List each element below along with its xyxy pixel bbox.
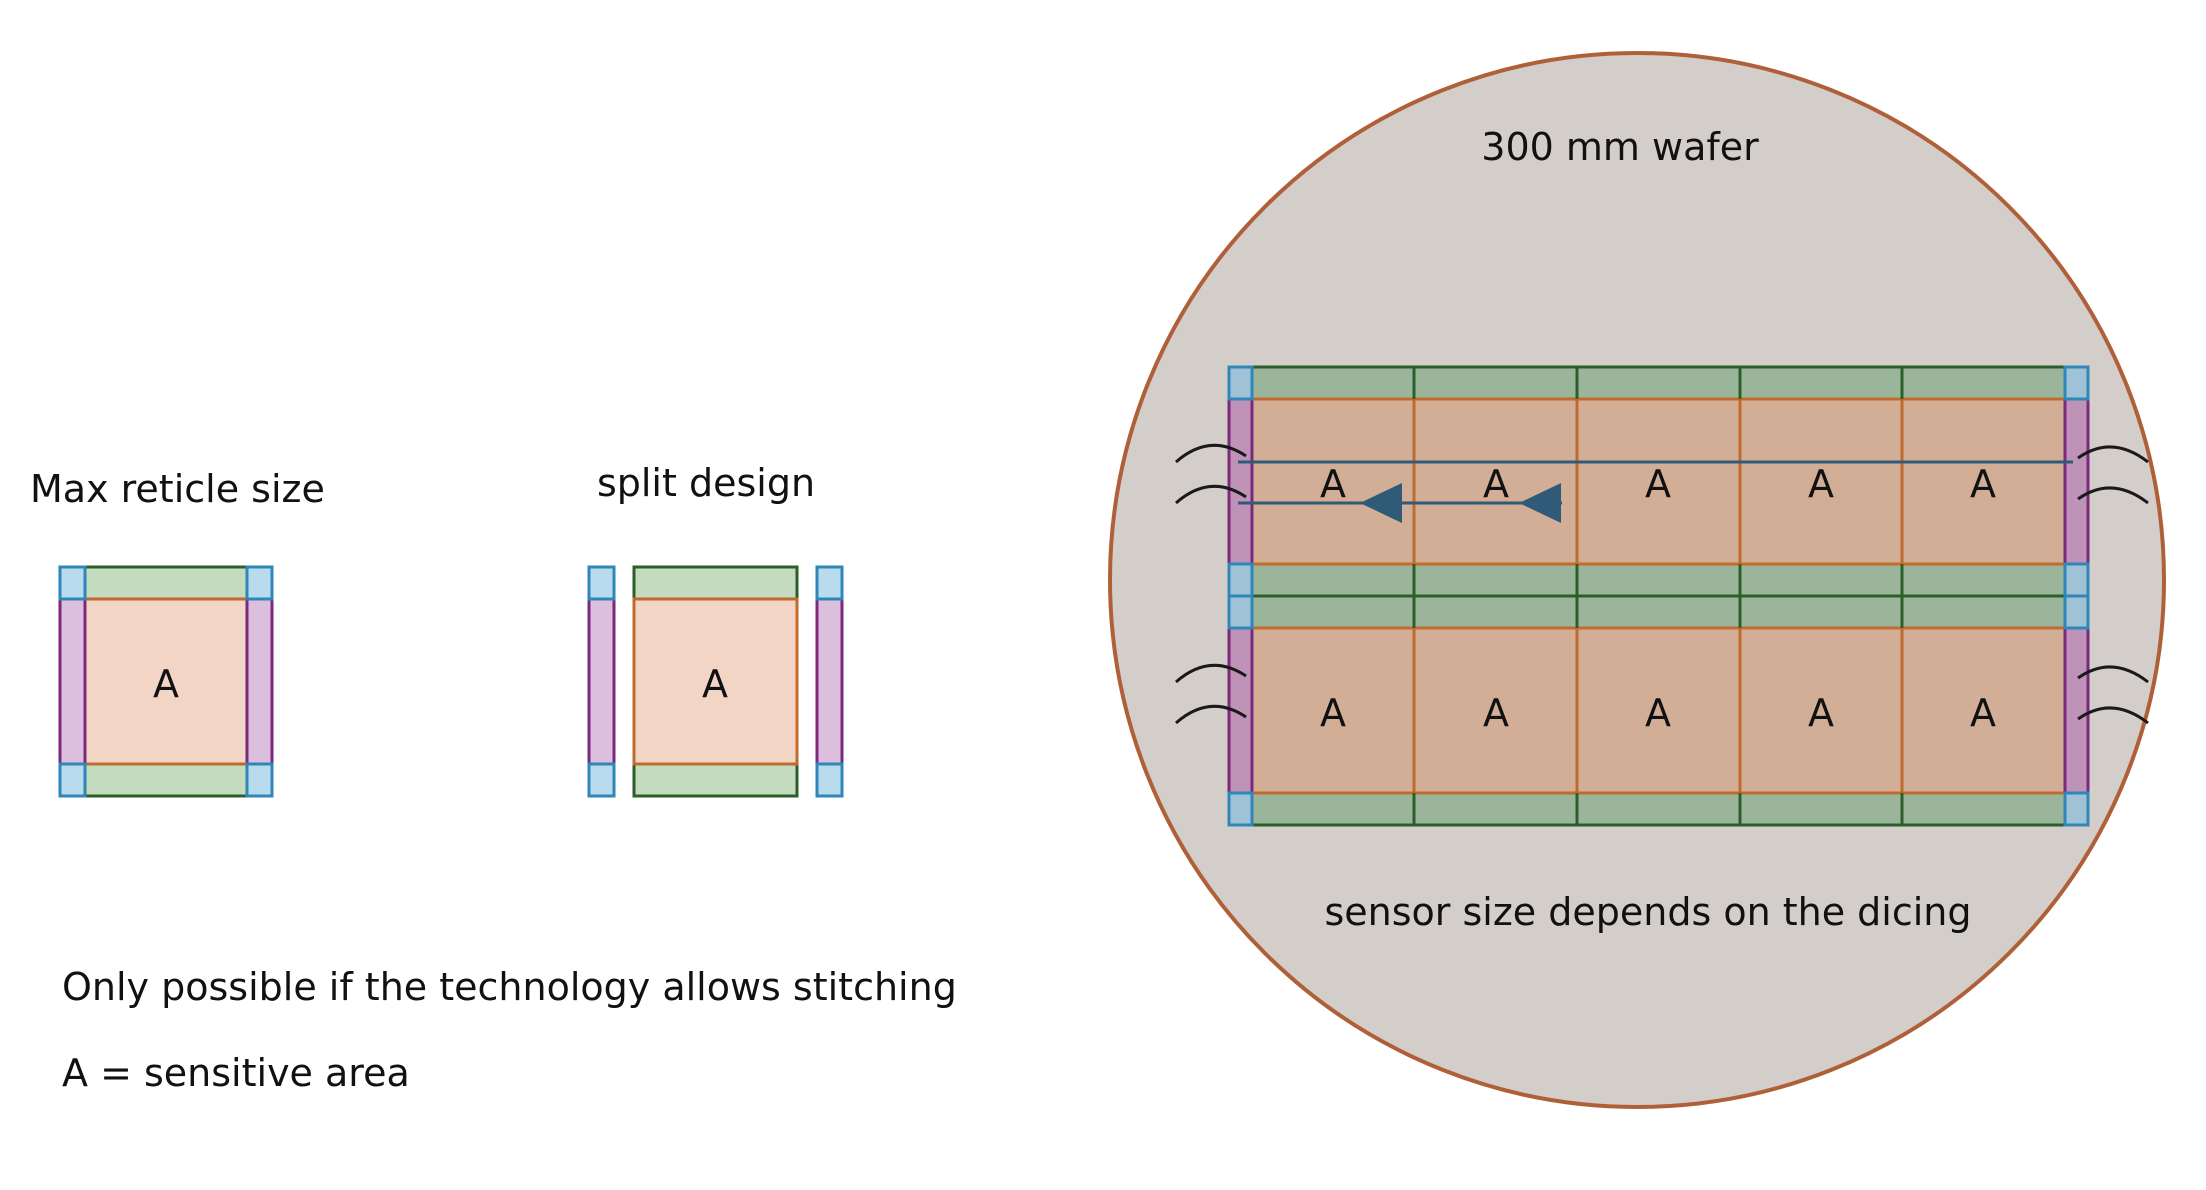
bottom-row-green-top: [1250, 594, 2067, 630]
sensitive-area-label: A: [1320, 691, 1346, 735]
reticle-green-bottom: [83, 762, 249, 798]
reticle-corner: [58, 762, 87, 798]
sensitive-area-label: A: [1483, 462, 1509, 506]
split-corner: [815, 762, 844, 798]
bottom-row-corner: [1227, 594, 1254, 630]
top-row-purple-right: [2063, 397, 2090, 566]
bottom-row-corner: [2063, 594, 2090, 630]
top-row-green-top: [1250, 365, 2067, 401]
split-corner: [587, 565, 616, 601]
sensitive-area-label: A: [1483, 691, 1509, 735]
split-design-label: split design: [597, 461, 815, 505]
max-reticle-label: Max reticle size: [30, 467, 325, 511]
bottom-row-green-bottom: [1250, 791, 2067, 827]
break-mark-icon: [1175, 443, 1247, 464]
break-mark-icon: [2077, 706, 2149, 725]
reticle-purple-left: [58, 597, 87, 766]
split-corner: [815, 565, 844, 601]
top-row-purple-left: [1227, 397, 1254, 566]
arrow-head-icon: [1519, 483, 1561, 523]
wafer-bottom-row: A A A A A: [1227, 594, 2090, 827]
break-marks: [1175, 443, 2149, 725]
split-corner: [587, 762, 616, 798]
sensitive-area-label: A: [1808, 462, 1834, 506]
bottom-row-corner: [1227, 791, 1254, 827]
sensitive-area-label: A: [702, 662, 728, 706]
wafer-top-row: A A A A A: [1227, 365, 2090, 598]
reticle-corner: [245, 762, 274, 798]
break-mark-icon: [2077, 486, 2149, 505]
break-mark-icon: [2077, 445, 2149, 464]
reticle-green-top: [83, 565, 249, 601]
top-row-corner: [1227, 365, 1254, 401]
top-row-green-bottom: [1250, 562, 2067, 598]
split-green-top: [632, 565, 799, 601]
break-mark-icon: [1175, 484, 1247, 505]
split-purple-left: [587, 597, 616, 766]
top-row-sensor: [1250, 397, 2067, 566]
split-sensor: [632, 597, 799, 766]
split-purple-right: [815, 597, 844, 766]
sensitive-area-label: A: [1645, 691, 1671, 735]
sensitive-area-label: A: [1970, 462, 1996, 506]
bottom-row-purple-right: [2063, 626, 2090, 795]
reticle-corner: [58, 565, 87, 601]
sensitive-area-label: A: [1970, 691, 1996, 735]
sensitive-area-label: A: [1808, 691, 1834, 735]
readout-path: [1238, 460, 2073, 523]
split-green-bottom: [632, 762, 799, 798]
split-design: split design A: [587, 461, 844, 798]
top-row-corner: [2063, 365, 2090, 401]
break-mark-icon: [2077, 665, 2149, 684]
break-mark-icon: [1175, 704, 1247, 725]
reticle-purple-right: [245, 597, 274, 766]
stitching-note: Only possible if the technology allows s…: [62, 965, 957, 1009]
max-reticle: Max reticle size A: [30, 467, 325, 798]
arrow-head-icon: [1360, 483, 1402, 523]
wafer-label: 300 mm wafer: [1481, 125, 1759, 169]
sensitive-area-label: A: [1320, 462, 1346, 506]
wafer: 300 mm wafer sensor size depends on the …: [1108, 51, 2166, 1109]
reticle-sensor: [83, 597, 249, 766]
sensitive-area-label: A: [153, 662, 179, 706]
bottom-row-corner: [2063, 791, 2090, 827]
sensor-dicing-label: sensor size depends on the dicing: [1324, 890, 1971, 934]
top-row-corner: [1227, 562, 1254, 598]
break-mark-icon: [1175, 663, 1247, 684]
reticle-corner: [245, 565, 274, 601]
legend-note: A = sensitive area: [62, 1051, 410, 1095]
sensitive-area-label: A: [1645, 462, 1671, 506]
top-row-corner: [2063, 562, 2090, 598]
